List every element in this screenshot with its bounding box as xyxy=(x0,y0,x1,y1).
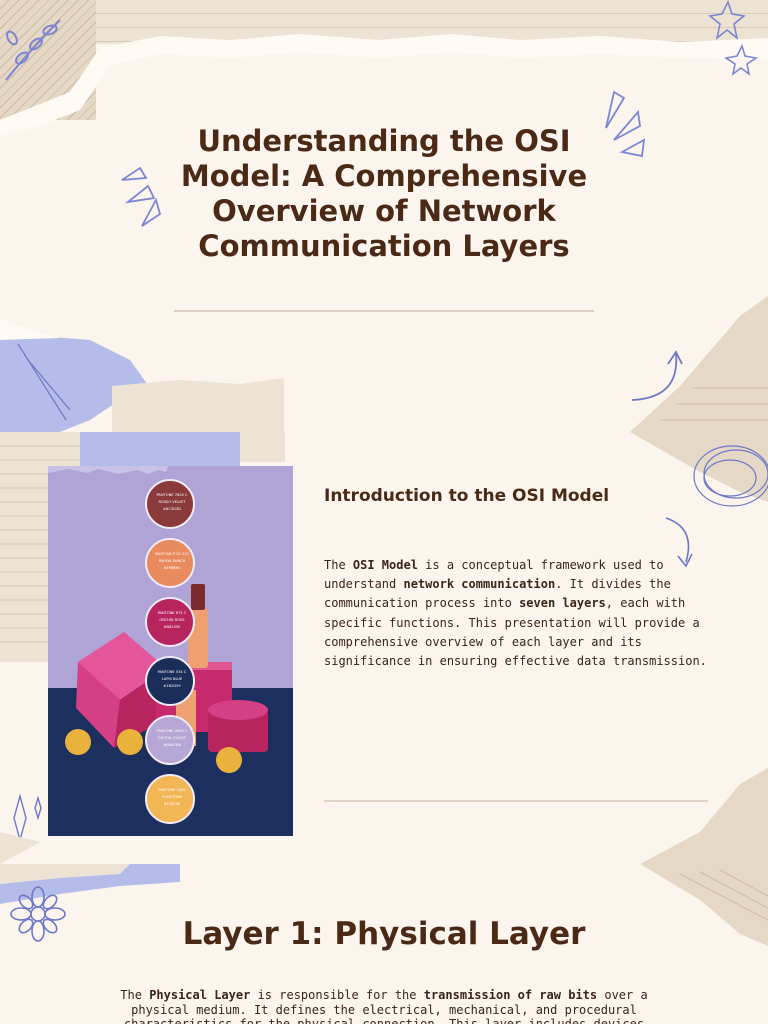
swatch-label-line: ORCHID ROSE xyxy=(159,618,185,622)
color-swatch: PANTONE 2645 C DIGITAL VIOLET #B6A7D6 xyxy=(145,715,195,765)
body-text: The xyxy=(120,988,150,1002)
bold-term: Physical Layer xyxy=(149,988,251,1002)
intro-slide: PANTONE 7624 C ROSSO VELVET #8C3D3D PANTON… xyxy=(0,432,768,864)
curved-arrow-icon xyxy=(631,353,678,401)
swatch-label-line: #B8255E xyxy=(163,625,181,629)
swatch-label: PANTONE P 37-12C PAPAYA PUNCH #E98B60 xyxy=(147,551,197,572)
divider xyxy=(324,800,708,802)
swatch-label-line: #8C3D3D xyxy=(163,507,181,511)
section-body: The OSI Model is a conceptual framework … xyxy=(324,556,714,671)
scribble-lines xyxy=(17,343,71,421)
bold-term: transmission of raw bits xyxy=(423,988,598,1002)
torn-edge-svg xyxy=(0,0,768,432)
swatch-label-line: PANTONE 534 C xyxy=(157,670,187,674)
swatch-label-line: ROSSO VELVET xyxy=(158,500,186,504)
body-text: is responsible for the xyxy=(250,988,424,1002)
layer-body: The Physical Layer is responsible for th… xyxy=(94,988,674,1024)
title-line: Understanding the OSI xyxy=(197,124,571,158)
color-swatch: PANTONE 7624 C ROSSO VELVET #8C3D3D xyxy=(145,479,195,529)
swatch-label-line: LAPIS BLUE xyxy=(161,677,183,681)
swatch-label: PANTONE 7624 C ROSSO VELVET #8C3D3D xyxy=(147,492,197,513)
swatch-label-line: PAPAYA PUNCH xyxy=(158,559,186,563)
color-swatch: PANTONE 675 C ORCHID ROSE #B8255E xyxy=(145,597,195,647)
layer-heading: Layer 1: Physical Layer xyxy=(182,916,586,952)
swatch-label: PANTONE 675 C ORCHID ROSE #B8255E xyxy=(147,610,197,631)
layer1-slide: Layer 1: Physical Layer The Physical Lay… xyxy=(0,864,768,1024)
swatch-label-line: DIGITAL VIOLET xyxy=(157,736,186,740)
swatch-label-line: PANTONE P 37-12C xyxy=(154,552,190,556)
sparkle-icon xyxy=(13,793,42,843)
intro-photo: PANTONE 7624 C ROSSO VELVET #8C3D3D PANTON… xyxy=(48,466,293,836)
swatch-label-line: #B6A7D6 xyxy=(163,743,181,747)
swatch-label-line: PANTONE 2645 C xyxy=(156,729,188,733)
title-line: Overview of Network xyxy=(212,194,556,228)
title-line: Model: A Comprehensive xyxy=(180,159,588,193)
presentation-title: Understanding the OSI Model: A Comprehen… xyxy=(134,124,634,264)
swatch-label-line: SUNSTONE xyxy=(162,795,182,799)
body-text: , each with specific functions. This pre… xyxy=(324,596,707,669)
swatch-label-line: PANTONE 7624 C xyxy=(156,493,188,497)
divider xyxy=(174,310,594,312)
body-text: . It divides the communication process i… xyxy=(324,577,671,611)
title-line: Communication Layers xyxy=(198,229,570,263)
section-heading: Introduction to the OSI Model xyxy=(324,486,610,506)
swatch-label-line: PANTONE 1365 xyxy=(158,788,186,792)
swatch-label-line: #F2B754 xyxy=(163,802,181,806)
body-text: The xyxy=(324,558,353,572)
swatch-label-line: #E98B60 xyxy=(163,566,181,570)
bold-term: seven layers xyxy=(519,596,606,611)
body-text: is a conceptual framework used to unders… xyxy=(324,558,664,592)
color-swatch: PANTONE P 37-12C PAPAYA PUNCH #E98B60 xyxy=(145,538,195,588)
bold-term: OSI Model xyxy=(352,558,418,572)
body-text: over a physical medium. It defines the e… xyxy=(123,988,648,1024)
curved-arrow-icon xyxy=(665,517,690,563)
color-swatch: PANTONE 534 C LAPIS BLUE #1B2D59 xyxy=(145,656,195,706)
spark-lines-icon xyxy=(121,90,646,227)
star-icon xyxy=(708,0,759,76)
bold-term: network communication xyxy=(403,577,556,592)
flower-icon xyxy=(10,886,66,942)
torn-paper-top xyxy=(60,0,768,44)
layer1-decor-svg xyxy=(0,864,768,946)
leaf-branch-icon xyxy=(5,19,61,81)
title-slide: Understanding the OSI Model: A Comprehen… xyxy=(0,0,768,432)
swatch-label: PANTONE 2645 C DIGITAL VIOLET #B6A7D6 xyxy=(147,728,197,749)
swatch-label-line: PANTONE 675 C xyxy=(157,611,187,615)
swatch-label: PANTONE 534 C LAPIS BLUE #1B2D59 xyxy=(147,669,197,690)
scribble-circle-icon xyxy=(693,445,768,507)
swatch-label-line: #1B2D59 xyxy=(163,684,181,688)
